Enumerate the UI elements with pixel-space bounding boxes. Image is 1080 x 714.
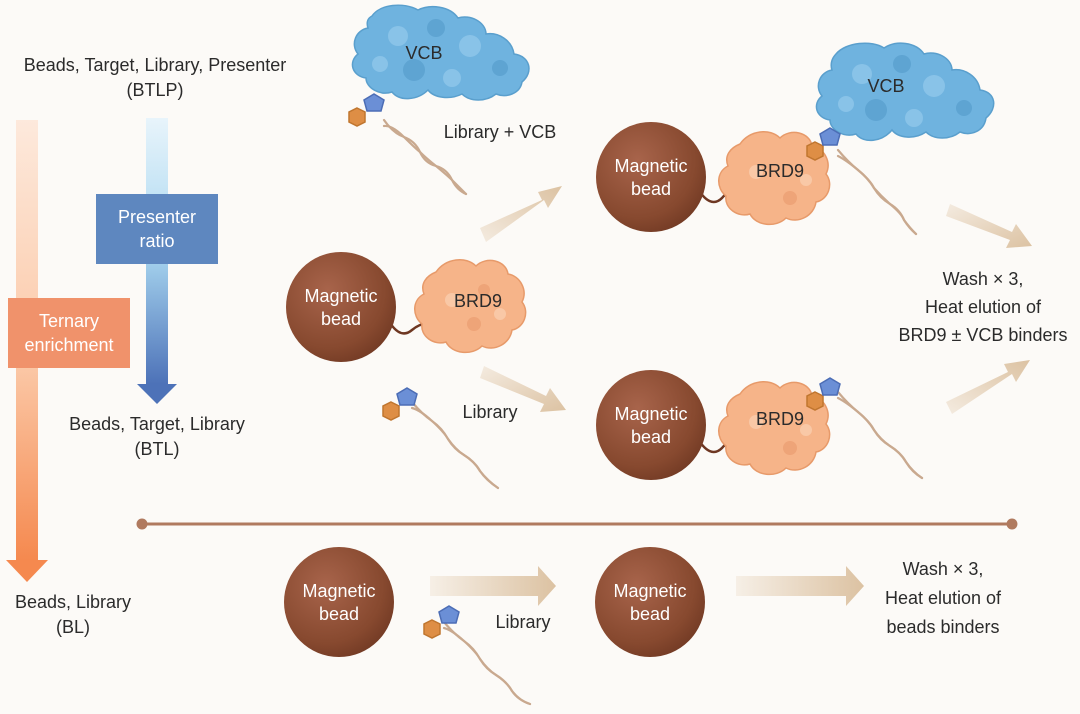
wash-top-line2: Heat elution of [924,297,1042,317]
magnetic-bead-label-middle-right: Magnetic bead [614,404,688,447]
btl-label: Beads, Target, Library (BTL) [52,412,262,462]
magnetic-bead-label-mid: Magnetic bead [304,286,378,329]
btlp-label: Beads, Target, Library, Presenter (BTLP) [0,53,310,103]
brd9-protein-free [414,259,527,354]
flow-arrow-up-1 [480,186,562,242]
ternary-enrichment-box [8,298,130,368]
vcb-protein-free [351,4,530,101]
ligand-mid [382,387,418,421]
brd9-protein-complex-top [718,131,831,226]
flow-arrow-up-2 [946,360,1030,414]
ternary-enrichment-line2: enrichment [24,335,114,355]
flow-arrow-down-2 [946,204,1032,248]
flow-arrow-bottom-1 [430,566,556,606]
magnetic-bead-label-bottom-right: Magnetic bead [613,581,687,624]
ligand-bottom [423,605,460,639]
ternary-enrichment-line1: Ternary [38,311,100,331]
brd9-label-complex-mid: BRD9 [755,409,804,429]
magnetic-bead-label-bottom-left: Magnetic bead [302,581,376,624]
ternary-enrichment-label: Ternary enrichment [8,309,130,357]
magnetic-bead-label-top: Magnetic bead [614,156,688,199]
magnetic-bead-middle-right [596,370,706,480]
bl-label-line1: Beads, Library [14,592,132,612]
bl-label: Beads, Library (BL) [0,590,146,640]
flow-arrow-down-1 [480,366,566,412]
library-label-bottom: Library [495,612,551,632]
bl-label-line2: (BL) [55,617,90,637]
wash-top-line3: BRD9 ± VCB binders [898,325,1068,345]
magnetic-bead-bottom-right [595,547,705,657]
dna-strand-mid-complex [836,390,924,480]
btl-label-line1: Beads, Target, Library [69,414,245,434]
ligand-top [348,93,385,127]
btlp-label-line2: (BTLP) [126,80,184,100]
presenter-ratio-line2: ratio [139,231,175,251]
library-vcb-label: Library + VCB [443,122,557,142]
vcb-protein-complex [815,42,995,142]
vcb-label-complex: VCB [867,76,905,96]
magnetic-bead-top [596,122,706,232]
btlp-label-line1: Beads, Target, Library, Presenter [23,55,287,75]
brd9-label-complex-top: BRD9 [755,161,804,181]
ligand-top-complex [806,127,841,161]
brd9-label-free: BRD9 [453,291,502,311]
ligand-mid-complex [806,377,841,411]
vcb-label-free: VCB [405,43,443,63]
wash-label-bottom: Wash × 3, Heat elution of beads binders [858,555,1028,642]
wash-bottom-line2: Heat elution of [884,588,1002,608]
wash-bottom-line1: Wash × 3, [902,559,984,579]
presenter-ratio-box [96,194,218,264]
dna-strand-bottom [442,620,532,706]
wash-label-top: Wash × 3, Heat elution of BRD9 ± VCB bin… [878,265,1080,349]
magnetic-bead-bottom-left [284,547,394,657]
wash-top-line1: Wash × 3, [942,269,1024,289]
section-divider [136,518,1018,530]
wash-bottom-line3: beads binders [886,617,1000,637]
presenter-ratio-label: Presenter ratio [96,205,218,253]
dna-strand-top [382,118,468,196]
library-label-mid: Library [462,402,518,422]
flow-arrow-bottom-2 [736,566,864,606]
magnetic-bead-mid [286,252,396,362]
btl-label-line2: (BTL) [134,439,180,459]
presenter-ratio-line1: Presenter [117,207,197,227]
brd9-protein-complex-mid [718,381,831,476]
dna-strand-top-complex [836,148,918,236]
dna-strand-mid [410,400,500,490]
